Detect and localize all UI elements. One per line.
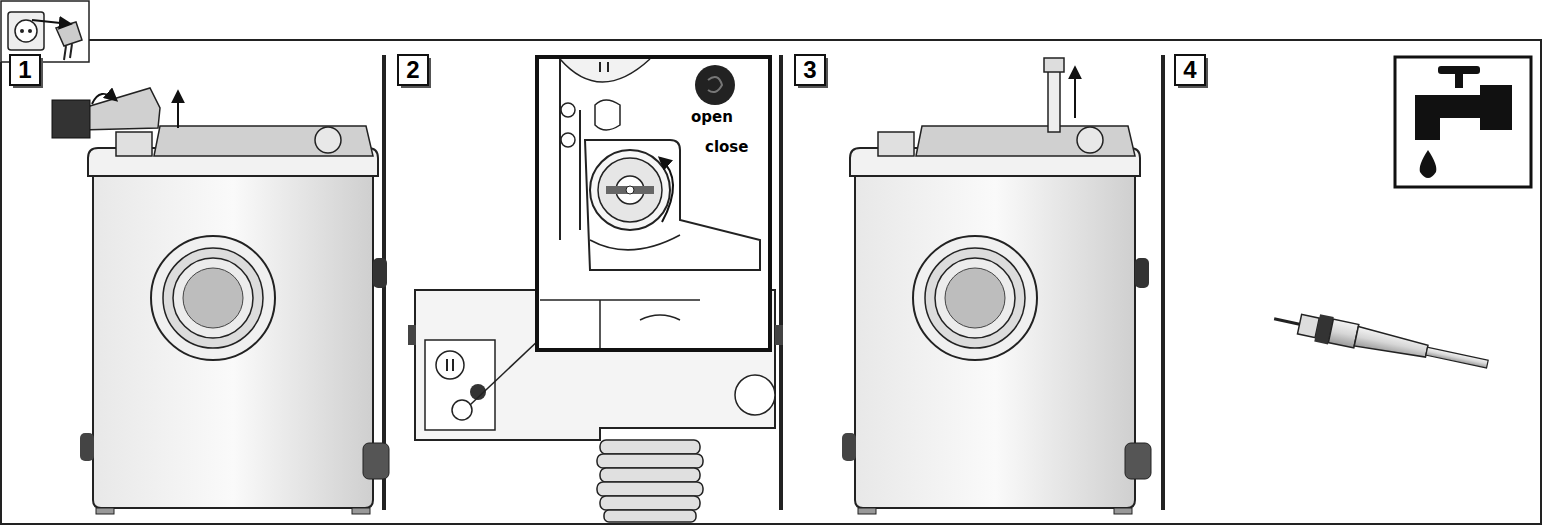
step-number: 3 bbox=[795, 58, 825, 82]
valve-label: open bbox=[690, 110, 734, 125]
step-number: 4 bbox=[1175, 58, 1205, 82]
step-number: 1 bbox=[10, 58, 40, 82]
valve-label: close bbox=[704, 140, 749, 155]
step-number: 2 bbox=[398, 58, 428, 82]
